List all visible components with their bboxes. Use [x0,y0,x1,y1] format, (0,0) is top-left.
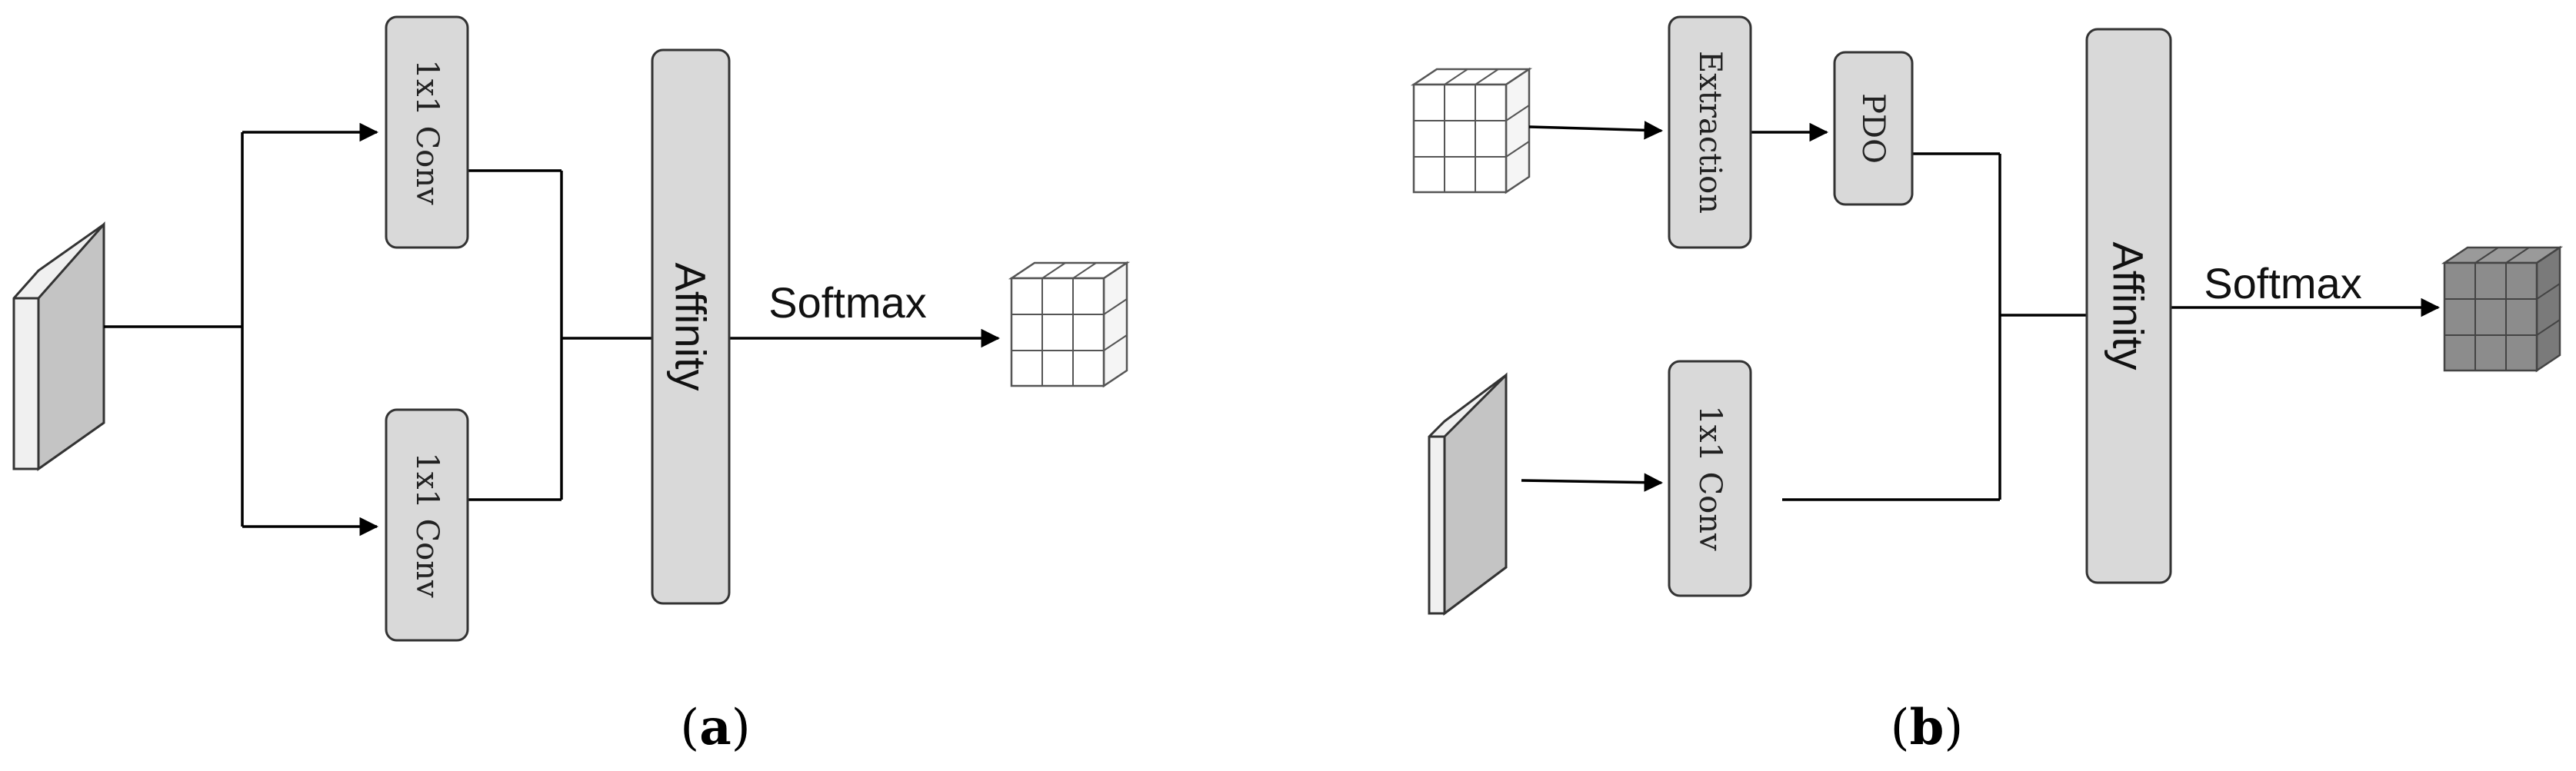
panel-b: Extraction PDO 1x1 Conv Affinity Softmax [1410,15,2564,756]
conv-bottom-label-a: 1x1 Conv [409,452,445,598]
panel-a: 1x1 Conv 1x1 Conv Affinity Softmax [12,15,1131,756]
conv-top-label-a: 1x1 Conv [409,59,445,205]
extraction-label-b: Extraction [1692,51,1728,214]
conv-box-b: 1x1 Conv [1668,360,1752,597]
extraction-box-b: Extraction [1668,15,1752,249]
input-feature-map-b [1428,372,1508,616]
output-cube-b [2441,245,2564,373]
caption-b: (b) [1891,699,1964,756]
pdo-box-b: PDO [1833,51,1914,206]
softmax-label-a: Softmax [768,278,926,327]
affinity-label-a: Affinity [667,262,715,390]
connectors-b [1521,121,2441,501]
conv-box-top-a: 1x1 Conv [385,15,469,249]
conv-box-bottom-a: 1x1 Conv [385,408,469,642]
affinity-box-b: Affinity [2085,28,2172,584]
input-feature-map-a [12,221,105,471]
affinity-box-a: Affinity [651,48,731,605]
connectors-a [104,122,1001,537]
conv-label-b: 1x1 Conv [1692,405,1728,551]
input-cube-b [1410,67,1533,194]
output-cube-a [1008,261,1131,388]
caption-a: (a) [680,699,750,756]
affinity-label-b: Affinity [2104,241,2153,370]
pdo-label-b: PDO [1855,93,1891,164]
softmax-label-b: Softmax [2204,259,2361,307]
